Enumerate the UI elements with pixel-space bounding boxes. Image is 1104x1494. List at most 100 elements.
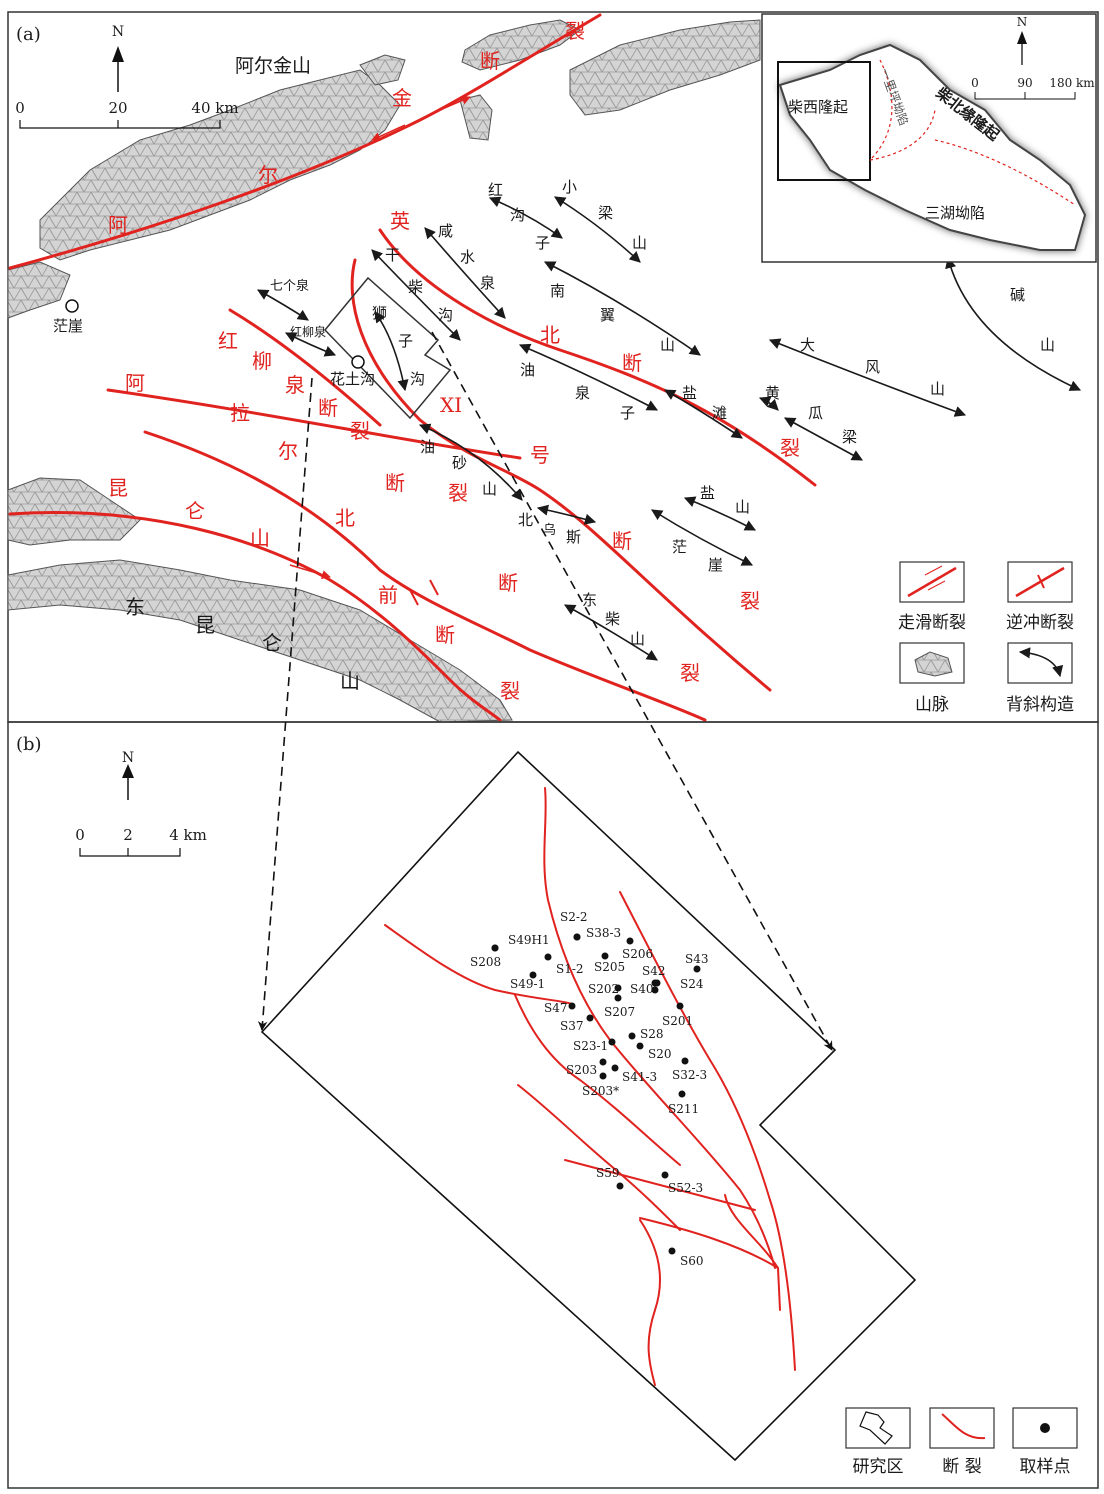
study-area-outline-b xyxy=(260,750,917,1462)
anticline-label: 盐 xyxy=(682,384,697,402)
inset-boundaries xyxy=(869,59,1076,206)
svg-text:90: 90 xyxy=(1017,76,1032,90)
anticline-label: 南 xyxy=(550,282,565,300)
youquanzi-anticline xyxy=(518,343,658,411)
anticline-label: 砂 xyxy=(452,454,467,472)
sample-label: S28 xyxy=(640,1027,664,1041)
east-kunlun-label-1: 东 xyxy=(125,595,145,619)
sample-label: S202 xyxy=(588,982,619,996)
legend-anticline-label: 背斜构造 xyxy=(1006,695,1074,715)
anticline-label: 子 xyxy=(398,332,413,350)
panel-a-label: (a) xyxy=(16,24,41,45)
fault-label: 泉 xyxy=(285,373,305,397)
anticlines-a xyxy=(257,196,1082,661)
sample-point xyxy=(614,984,622,992)
sample-point xyxy=(678,1090,686,1098)
svg-text:0: 0 xyxy=(971,76,979,90)
anticline-label: 水 xyxy=(460,248,475,266)
fault-labels-a: 阿 尔 金 断 裂 英 北 断 裂 XI 号 断 裂 红 柳 泉 断 裂 阿 拉… xyxy=(108,19,800,703)
inset-scale-bar: 0 90 180 km xyxy=(971,76,1095,100)
inset-map: 柴西隆起 一里坪坳陷 柴北缘隆起 三湖坳陷 N 0 90 180 km xyxy=(761,13,1097,263)
legend-sample-label: 取样点 xyxy=(1020,1457,1071,1477)
youshashan-anticline xyxy=(418,423,523,501)
altun-mountain-small2 xyxy=(459,94,493,141)
fault-label: 红 xyxy=(218,329,238,353)
sample-label: S40 xyxy=(630,982,654,996)
anticline-label: 沟 xyxy=(510,206,525,224)
sample-point xyxy=(586,1014,594,1022)
fault-label: 断 xyxy=(480,49,500,73)
qaidam-basin-outline xyxy=(778,43,1087,251)
sample-point xyxy=(599,1072,607,1080)
anticline-label: 风 xyxy=(865,358,880,376)
anticline-label: 子 xyxy=(620,404,635,422)
fault-label: 断 xyxy=(385,471,405,495)
sample-point xyxy=(608,1038,616,1046)
xianshuiquan-anticline xyxy=(424,227,506,319)
inset-north-arrow: N xyxy=(1017,15,1027,65)
fault-label: 裂 xyxy=(680,661,700,685)
anticline-label: 山 xyxy=(632,234,647,252)
fault-label: 仑 xyxy=(185,499,205,523)
legend-strike-slip-label: 走滑断裂 xyxy=(898,613,966,633)
chaixi-uplift-box xyxy=(777,61,871,181)
fault-label: 裂 xyxy=(740,589,760,613)
sample-point xyxy=(616,1182,624,1190)
sample-label: S207 xyxy=(604,1005,635,1019)
svg-text:40 km: 40 km xyxy=(191,99,238,117)
svg-text:N: N xyxy=(112,24,124,40)
legend-a: 走滑断裂 逆冲断裂 山脉 背斜构造 xyxy=(898,561,1074,715)
anticline-label: 柴 xyxy=(605,610,620,628)
anticline-label: 沟 xyxy=(410,370,425,388)
svg-text:20: 20 xyxy=(108,99,127,117)
legend-b: 研究区 断 裂 取样点 xyxy=(845,1407,1078,1477)
qigequan-anticline xyxy=(257,289,309,321)
anticline-label: 泉 xyxy=(480,274,495,292)
svg-text:2: 2 xyxy=(123,826,133,844)
sample-point xyxy=(653,979,661,987)
anticline-label: 山 xyxy=(735,498,750,516)
fault-label: 金 xyxy=(392,86,412,110)
sample-label: S23-1 xyxy=(573,1039,608,1053)
anticline-label: 梁 xyxy=(842,428,857,446)
anticline-label: 山 xyxy=(660,336,675,354)
fault-label: 山 xyxy=(250,526,270,550)
altun-mountain-small xyxy=(359,54,406,86)
altun-mountain-north xyxy=(461,19,581,71)
anticline-label: 黄 xyxy=(765,384,780,402)
fault-label: 英 xyxy=(390,209,410,233)
sample-label: S2-2 xyxy=(560,910,588,924)
altun-fault-line xyxy=(8,13,602,270)
sample-point xyxy=(668,1247,676,1255)
anticline-label: 崖 xyxy=(708,556,723,574)
anticline-label: 红 xyxy=(488,181,503,199)
altun-mountain-east xyxy=(569,19,761,116)
north-arrow-b: N xyxy=(122,750,134,800)
hongliuquan-fault-line xyxy=(228,308,382,427)
fault-label: 断 xyxy=(612,529,632,553)
sample-label: S203 xyxy=(566,1063,597,1077)
anticline-label: 油 xyxy=(420,438,435,456)
sample-point xyxy=(661,1171,669,1179)
legend-thrust-label: 逆冲断裂 xyxy=(1006,613,1074,633)
fault-label: XI xyxy=(440,393,462,417)
sample-label: S201 xyxy=(662,1014,693,1028)
thrust-ticks xyxy=(409,579,439,606)
fault-label: 裂 xyxy=(565,19,585,43)
thrust-fault-icon xyxy=(1015,566,1065,598)
sample-point xyxy=(568,1002,576,1010)
xi-fault-line xyxy=(350,258,772,692)
anticline-label: 斯 xyxy=(566,528,581,546)
legend-fault-label: 断 裂 xyxy=(942,1457,981,1477)
legend-study-area-label: 研究区 xyxy=(853,1457,904,1477)
inset-sanhu-label: 三湖坳陷 xyxy=(925,204,985,222)
sample-point xyxy=(491,944,499,952)
beiwusi-anticline xyxy=(536,504,597,525)
fault-label: 断 xyxy=(318,396,338,420)
sample-point xyxy=(529,971,537,979)
fault-label: 号 xyxy=(530,443,550,467)
huatugou-label: 花土沟 xyxy=(330,370,375,388)
anticline-label: 茫 xyxy=(672,538,687,556)
anticline-label: 山 xyxy=(1040,336,1055,354)
